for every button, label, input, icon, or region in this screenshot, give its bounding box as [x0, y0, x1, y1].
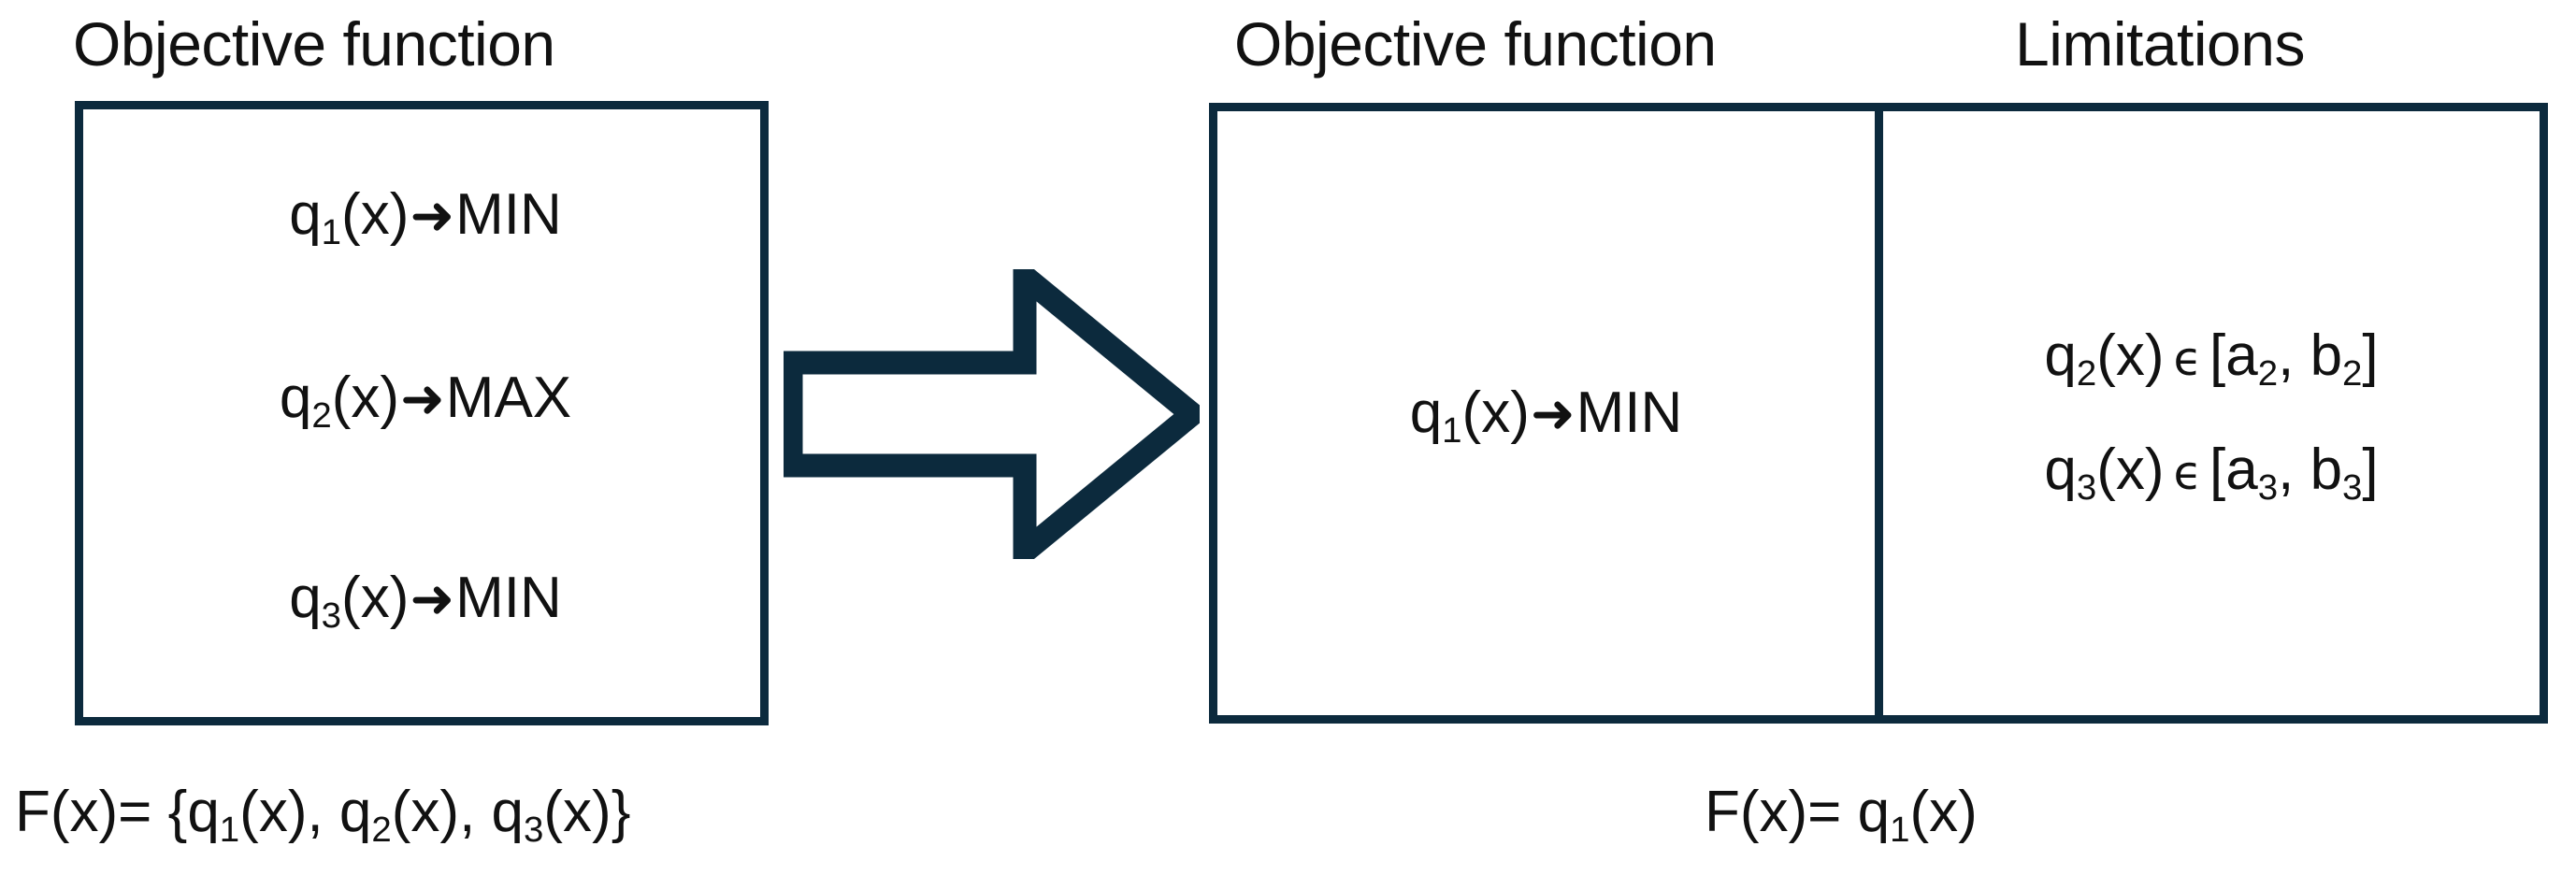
function-symbol: q: [2044, 438, 2077, 502]
function-argument: (x): [2096, 438, 2165, 502]
caption-term-1: q1(x): [187, 780, 308, 850]
function-argument: (x): [1461, 380, 1530, 445]
arrow-right-icon: ➜: [410, 568, 455, 630]
goal-label: MIN: [455, 566, 562, 630]
caption-comma-2: ,: [459, 780, 492, 844]
left-panel-caption: F(x)= {q1(x), q2(x), q3(x)}: [15, 780, 631, 850]
caption-term-3: q3(x): [491, 780, 612, 850]
open-bracket: [: [2209, 323, 2226, 388]
close-bracket: ]: [2362, 323, 2379, 388]
limitation-line-2: q3(x)ϵ[a3, b3]: [2044, 438, 2379, 506]
function-argument: (x): [2096, 323, 2165, 388]
function-symbol: q: [1409, 380, 1443, 445]
left-objective-box: q1(x)➜MIN q2(x)➜MAX q3(x)➜MIN: [75, 101, 769, 725]
function-subscript: 3: [321, 595, 342, 636]
interval-comma: ,: [2278, 438, 2310, 502]
arrow-right-icon: ➜: [410, 185, 455, 247]
interval-lower: a: [2225, 438, 2258, 502]
function-subscript: 2: [311, 394, 332, 436]
interval-lower-subscript: 3: [2257, 466, 2279, 508]
caption-term-2: q2(x): [338, 780, 460, 850]
function-argument: (x): [341, 566, 410, 630]
right-panel-objective-header: Objective function: [1234, 9, 1717, 79]
objective-cell: q1(x)➜MIN: [1217, 111, 1883, 715]
open-bracket: [: [2209, 438, 2226, 502]
function-subscript: 3: [2076, 466, 2097, 508]
function-argument: (x): [341, 182, 410, 247]
caption-term-1: q1(x): [1857, 780, 1978, 850]
caption-rhs: }: [611, 780, 631, 844]
limitation-line-1: q2(x)ϵ[a2, b2]: [2044, 327, 2378, 392]
function-symbol: q: [279, 366, 312, 430]
interval-upper-subscript: 2: [2342, 352, 2363, 394]
goal-label: MAX: [445, 366, 572, 430]
function-symbol: q: [289, 566, 322, 630]
arrow-right-icon: ➜: [1530, 383, 1576, 445]
function-symbol: q: [289, 182, 322, 247]
function-symbol: q: [2044, 323, 2077, 388]
objective-line-1: q1(x)➜MIN: [83, 185, 760, 251]
caption-comma-1: ,: [307, 780, 339, 844]
function-subscript: 1: [321, 211, 342, 252]
interval-comma: ,: [2278, 323, 2310, 388]
goal-label: MIN: [1576, 380, 1683, 445]
close-bracket: ]: [2362, 438, 2379, 502]
element-of-icon: ϵ: [2173, 446, 2203, 500]
function-subscript: 2: [2076, 352, 2097, 394]
goal-label: MIN: [455, 182, 562, 247]
interval-upper-subscript: 3: [2342, 466, 2363, 508]
interval-upper: b: [2310, 323, 2343, 388]
objective-formula: q1(x)➜MIN: [1410, 383, 1683, 449]
element-of-icon: ϵ: [2173, 332, 2203, 386]
arrow-right-icon: ➜: [400, 368, 445, 430]
left-panel-header: Objective function: [73, 9, 555, 79]
function-subscript: 1: [1442, 409, 1462, 451]
objective-line-2: q2(x)➜MAX: [83, 366, 760, 434]
right-panel-caption: F(x)= q1(x): [1705, 780, 1978, 850]
limitations-cell: q2(x)ϵ[a2, b2] q3(x)ϵ[a3, b3]: [1883, 111, 2540, 715]
interval-upper: b: [2310, 438, 2343, 502]
caption-lhs: F(x)= {: [15, 780, 188, 844]
objective-line-3: q3(x)➜MIN: [83, 566, 760, 634]
right-combined-box: q1(x)➜MIN q2(x)ϵ[a2, b2] q3(x)ϵ[a3, b3]: [1209, 103, 2548, 724]
caption-lhs: F(x)=: [1705, 780, 1858, 844]
interval-lower: a: [2225, 323, 2258, 388]
function-argument: (x): [331, 366, 399, 430]
block-arrow-right-icon: [784, 269, 1200, 559]
interval-lower-subscript: 2: [2257, 352, 2279, 394]
right-panel-limitations-header: Limitations: [2015, 9, 2305, 79]
